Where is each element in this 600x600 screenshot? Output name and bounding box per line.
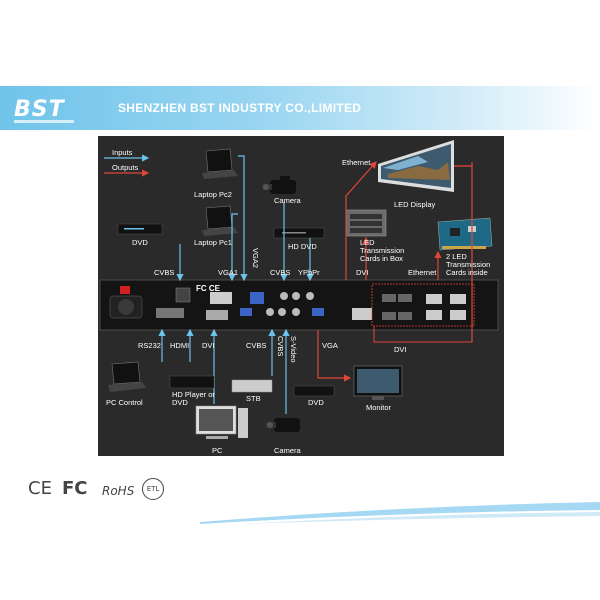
hd-player-icon — [169, 375, 215, 389]
input-line-vga1 — [228, 213, 238, 282]
output-line-vga — [317, 330, 352, 382]
hd-dvd-label: HD DVD — [288, 242, 317, 251]
port-vga1-label: VGA1 — [218, 268, 239, 277]
led-cards-icon — [437, 217, 493, 251]
laptop-pc2-label: Laptop Pc2 — [194, 190, 232, 199]
hd-dvd-icon — [273, 227, 325, 239]
monitor-label: Monitor — [366, 403, 392, 412]
port-svideo-vertical-label: S-Video — [289, 336, 298, 363]
led-box-label: LED Transmission Cards in Box — [360, 238, 405, 263]
logo-underline — [14, 120, 74, 123]
pc-control-label: PC Control — [106, 398, 143, 407]
port-vga-out-label: VGA — [322, 341, 338, 350]
dvd-left-label: DVD — [132, 238, 148, 247]
dvd-bottom-icon — [293, 385, 335, 397]
stb-label: STB — [246, 394, 261, 403]
camera-bottom-icon — [266, 418, 300, 432]
connection-diagram: Inputs Outputs Laptop Pc2 Camera Laptop … — [98, 136, 504, 456]
camera-top-label: Camera — [274, 196, 301, 205]
laptop-pc1-icon — [202, 205, 238, 236]
etl-cert-mark: ETL — [142, 478, 164, 500]
fc-cert-mark: FC — [62, 478, 88, 499]
led-transmission-box-icon — [345, 209, 387, 237]
port-cvbs-mid-label: CVBS — [270, 268, 291, 277]
company-logo: BST — [14, 97, 65, 122]
company-name: SHENZHEN BST INDUSTRY CO.,LIMITED — [118, 101, 362, 115]
legend-outputs-label: Outputs — [112, 163, 139, 172]
dvd-bottom-label: DVD — [308, 398, 324, 407]
ce-cert-mark: CE — [28, 478, 52, 499]
dvd-left-icon — [117, 223, 163, 235]
led-display-label: LED Display — [394, 200, 436, 209]
port-dvi-out-label: DVI — [394, 345, 407, 354]
port-ypbpr-label: YPbPr — [298, 268, 320, 277]
rohs-cert-mark: RoHS — [102, 484, 135, 498]
laptop-pc1-label: Laptop Pc1 — [194, 238, 232, 247]
monitor-icon — [353, 365, 403, 400]
port-ethernet-right-label: Ethernet — [408, 268, 437, 277]
pc-control-icon — [108, 361, 146, 392]
hd-player-label: HD Player or DVD — [172, 390, 215, 407]
input-line-vga2 — [238, 155, 248, 282]
led-cards-label: 2 LED Transmission Cards inside — [446, 252, 491, 277]
port-cvbs-vertical-label: CVBS — [276, 336, 285, 357]
ethernet-top-label: Ethernet — [342, 158, 371, 167]
processor-panel — [99, 279, 499, 331]
header-banner — [0, 86, 600, 130]
port-dvi-top-label: DVI — [356, 268, 369, 277]
pc-label: PC — [212, 446, 223, 455]
footer-swoosh — [200, 502, 600, 524]
legend-inputs-label: Inputs — [112, 148, 133, 157]
fc-ce-mark: FC CE — [196, 284, 220, 293]
port-dvi-left-label: DVI — [202, 341, 215, 350]
output-line-ethernet — [345, 161, 377, 280]
stb-icon — [231, 379, 273, 393]
port-cvbs-top-label: CVBS — [154, 268, 175, 277]
port-hdmi-label: HDMI — [170, 341, 190, 350]
camera-top-icon — [262, 176, 296, 194]
diagram-graphics — [99, 140, 499, 439]
port-vga2-label: VGA2 — [251, 248, 260, 269]
led-display-icon — [378, 140, 454, 192]
port-rs232-label: RS232 — [138, 341, 161, 350]
laptop-pc2-icon — [202, 148, 238, 179]
port-cvbs-bottom-label: CVBS — [246, 341, 267, 350]
camera-bottom-label: Camera — [274, 446, 301, 455]
pc-icon — [195, 405, 248, 439]
